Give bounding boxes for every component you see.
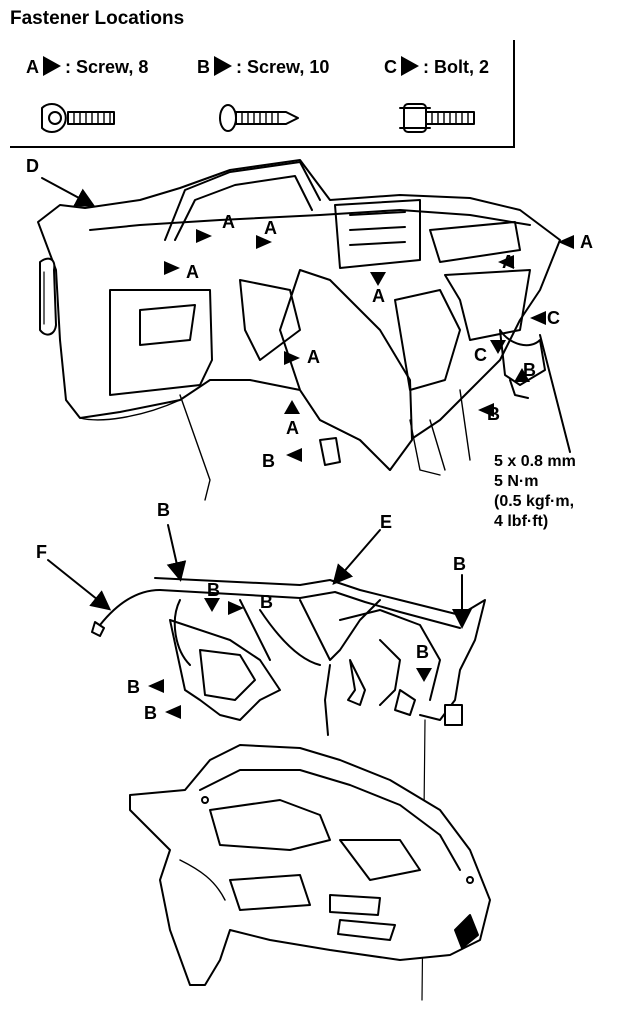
- callout-b: B: [523, 360, 536, 380]
- leader-f: [47, 559, 112, 611]
- torque-spec: 5 x 0.8 mm 5 N·m (0.5 kgf·m, 4 lbf·ft): [494, 453, 576, 530]
- legend-border-right: [513, 40, 515, 148]
- leader-d: [41, 177, 96, 207]
- leader-spec: [539, 334, 571, 453]
- pointer-triangle-icon: [43, 56, 61, 76]
- legend-item-c: C: Bolt, 2: [384, 56, 489, 77]
- callout-b: B: [453, 554, 466, 574]
- screw-10-icon: [219, 104, 299, 132]
- callout-a: A: [286, 418, 299, 438]
- leader-e: [332, 529, 381, 586]
- callout-e: E: [380, 512, 393, 532]
- callout-a: A: [186, 262, 199, 282]
- callout-f: F: [36, 542, 47, 562]
- callout-a: A: [372, 286, 385, 306]
- screw-8-icon: [41, 103, 115, 133]
- callout-a: A: [264, 218, 277, 238]
- callout-b: B: [144, 703, 157, 723]
- callout-a: A: [222, 212, 235, 232]
- callout-a: A: [580, 232, 593, 252]
- pointer-triangle-icon: [401, 56, 419, 76]
- callout-b: B: [416, 642, 429, 662]
- callout-b: B: [207, 580, 220, 600]
- lower-dashboard-panel: [129, 744, 491, 986]
- fastener-arrows: [148, 229, 574, 719]
- upper-dashboard-assembly: [37, 159, 561, 501]
- callout-c: C: [547, 308, 560, 328]
- legend-item-b: B: Screw, 10: [197, 56, 330, 77]
- pointer-triangle-icon: [214, 56, 232, 76]
- callout-b: B: [260, 592, 273, 612]
- callout-c: C: [474, 345, 487, 365]
- callout-b: B: [157, 500, 170, 520]
- callout-b: B: [487, 404, 500, 424]
- callout-b: B: [262, 451, 275, 471]
- callout-a: A: [307, 347, 320, 367]
- callout-d: D: [26, 156, 39, 176]
- callout-b: B: [127, 677, 140, 697]
- callout-a: A: [502, 252, 515, 272]
- bolt-2-icon: [399, 103, 475, 133]
- legend-border-bottom: [10, 146, 515, 148]
- leader-b-top: [166, 524, 187, 582]
- diagram-title: Fastener Locations: [10, 8, 185, 29]
- wire-harness-frame: [91, 577, 486, 1001]
- legend-item-a: A: Screw, 8: [26, 56, 149, 77]
